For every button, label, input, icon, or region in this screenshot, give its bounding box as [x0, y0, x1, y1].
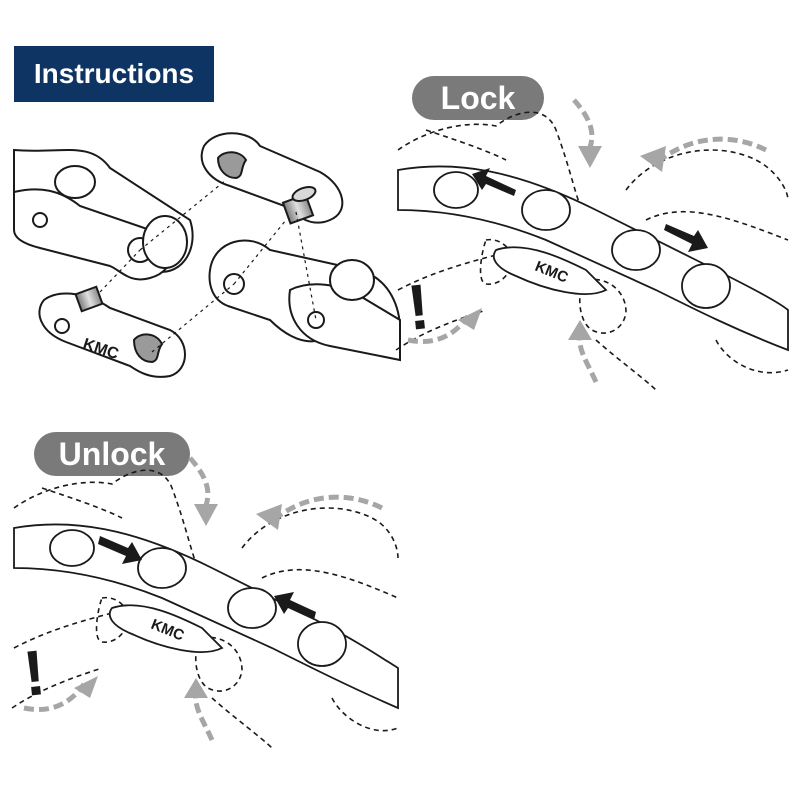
lock-label-text: Lock — [440, 79, 516, 116]
gray-arrowheads — [74, 504, 282, 698]
arrow-left-icon — [472, 168, 516, 196]
alignment-guides — [99, 179, 317, 353]
warning-mark: ! — [20, 636, 49, 710]
warning-mark: ! — [404, 270, 433, 344]
instructions-banner: Instructions — [14, 46, 214, 102]
gray-arrowheads — [458, 146, 666, 340]
arrow-left-icon — [274, 592, 316, 620]
hand-outlines — [11, 469, 399, 749]
master-link-plate-bottom: KMC — [38, 292, 186, 378]
page-title: Instructions — [33, 58, 195, 89]
exploded-link-diagram: KMC — [13, 132, 402, 378]
pin-right — [281, 186, 317, 225]
chain: KMC — [397, 165, 789, 352]
pin-left — [74, 285, 104, 313]
chain: KMC — [13, 523, 399, 710]
chain-segment-right — [208, 239, 402, 362]
master-link-plate-top — [200, 132, 344, 224]
unlock-diagram: KMC ! — [11, 456, 399, 749]
chain-segment-left — [13, 148, 194, 281]
arrow-right-icon — [664, 224, 708, 252]
black-arrows — [472, 168, 708, 252]
unlock-label-text: Unlock — [58, 435, 166, 472]
unlock-label: Unlock — [34, 432, 190, 476]
black-arrows — [98, 536, 316, 620]
arrow-right-icon — [98, 536, 142, 564]
lock-label: Lock — [412, 76, 544, 120]
lock-diagram: KMC ! — [395, 98, 789, 391]
